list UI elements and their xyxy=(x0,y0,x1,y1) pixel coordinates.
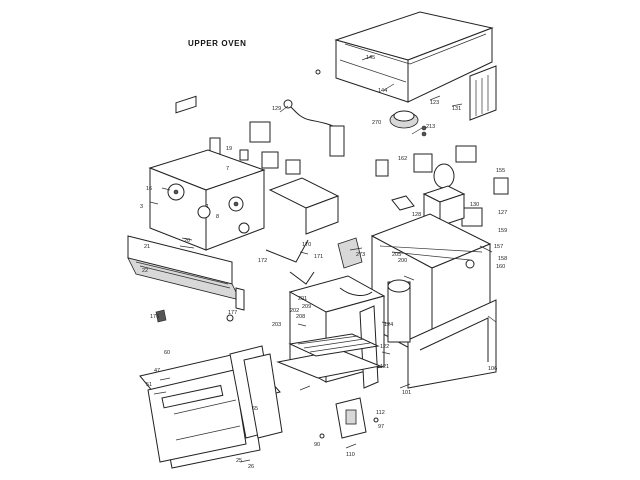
callout-label-liner-2: 208 xyxy=(296,314,305,320)
callout-label-door-b: 47 xyxy=(154,368,160,374)
callout-label-vent-duct: 131 xyxy=(452,106,461,112)
callout-label-knob-a: 8 xyxy=(216,214,219,220)
callout-label-bolt-c: 159 xyxy=(498,228,507,234)
callout-label-element-c: 121 xyxy=(380,364,389,370)
callout-label-hinge: 26 xyxy=(248,464,254,470)
callout-label-door-a: 60 xyxy=(164,350,170,356)
callout-label-door-c: 51 xyxy=(146,382,152,388)
callout-label-hinge-2: 25 xyxy=(236,458,242,464)
callout-label-screw-a: 176 xyxy=(150,314,159,320)
callout-label-top-cover: 145 xyxy=(366,55,375,61)
callout-label-liner-3: 209 xyxy=(302,304,311,310)
callout-label-screw-d: 97 xyxy=(378,424,384,430)
callout-label-trim-3: 22 xyxy=(142,268,148,274)
callout-label-bolt-a: 157 xyxy=(494,244,503,250)
callout-label-liner-4: 205 xyxy=(392,252,401,258)
callout-label-trim-1: 21 xyxy=(144,244,150,250)
callout-label-door-d: 65 xyxy=(252,406,258,412)
callout-label-screw-b: 177 xyxy=(228,310,237,316)
callout-label-bolt-d: 160 xyxy=(496,264,505,270)
callout-label-frame-2: 101 xyxy=(402,390,411,396)
callout-label-trim-2: 20 xyxy=(184,238,190,244)
callout-label-screw-c: 90 xyxy=(314,442,320,448)
callout-label-frame: 106 xyxy=(488,366,497,372)
callout-label-bolt-b: 158 xyxy=(498,256,507,262)
oven-rack-part xyxy=(288,333,380,357)
hardware-parts xyxy=(155,69,475,439)
callout-label-control-panel: 16 xyxy=(146,186,152,192)
callout-label-element-a: 124 xyxy=(384,322,393,328)
relay-terminal-cluster xyxy=(375,145,509,227)
callout-label-latch: 110 xyxy=(346,452,355,458)
callout-label-bracket-a: 170 xyxy=(302,242,311,248)
mid-bracket-parts xyxy=(265,177,363,285)
trim-strip-part xyxy=(127,235,245,311)
oven-door-part xyxy=(139,345,283,469)
callout-label-control-panel-2: 3 xyxy=(140,204,143,210)
callout-label-fan-motor: 270 xyxy=(372,120,381,126)
callout-label-switch-1: 7 xyxy=(226,166,229,172)
clock-switch-cluster xyxy=(209,121,301,175)
callout-label-bracket-c: 172 xyxy=(258,258,267,264)
top-cover-part xyxy=(334,11,497,121)
callout-label-liner: 200 xyxy=(398,258,407,264)
callout-label-liner-5: 202 xyxy=(290,308,299,314)
callout-label-top-cover-3: 123 xyxy=(430,100,439,106)
callout-label-box-c: 127 xyxy=(498,210,507,216)
callout-label-thermostat-bulb: 129 xyxy=(272,106,281,112)
callout-label-box-a: 130 xyxy=(470,202,479,208)
callout-label-fan-motor-2: 213 xyxy=(426,124,435,130)
diagram-title: UPPER OVEN xyxy=(188,39,247,48)
callout-label-relay: 162 xyxy=(398,156,407,162)
callout-label-bracket-b: 171 xyxy=(314,254,323,260)
callout-labels: 1451441231311292702131916378121202217017… xyxy=(140,55,507,470)
leader-lines xyxy=(149,55,497,463)
door-latch-part xyxy=(335,397,367,439)
callout-label-knob-b: 1 xyxy=(206,204,209,210)
control-panel-part xyxy=(148,95,266,251)
thermostat-bulb-part xyxy=(283,99,345,157)
callout-label-clock: 19 xyxy=(226,146,232,152)
callout-label-top-cover-2: 144 xyxy=(378,88,387,94)
callout-label-box-b: 128 xyxy=(412,212,421,218)
callout-label-liner-6: 203 xyxy=(272,322,281,328)
callout-label-latch-2: 112 xyxy=(376,410,385,416)
callout-label-element-b: 122 xyxy=(380,344,389,350)
callout-label-door-lock: 273 xyxy=(356,252,365,258)
callout-label-terminal: 155 xyxy=(496,168,505,174)
inner-cavity-part xyxy=(276,275,411,389)
fan-motor-part xyxy=(389,110,427,137)
callout-label-liner-7: 201 xyxy=(298,296,307,302)
